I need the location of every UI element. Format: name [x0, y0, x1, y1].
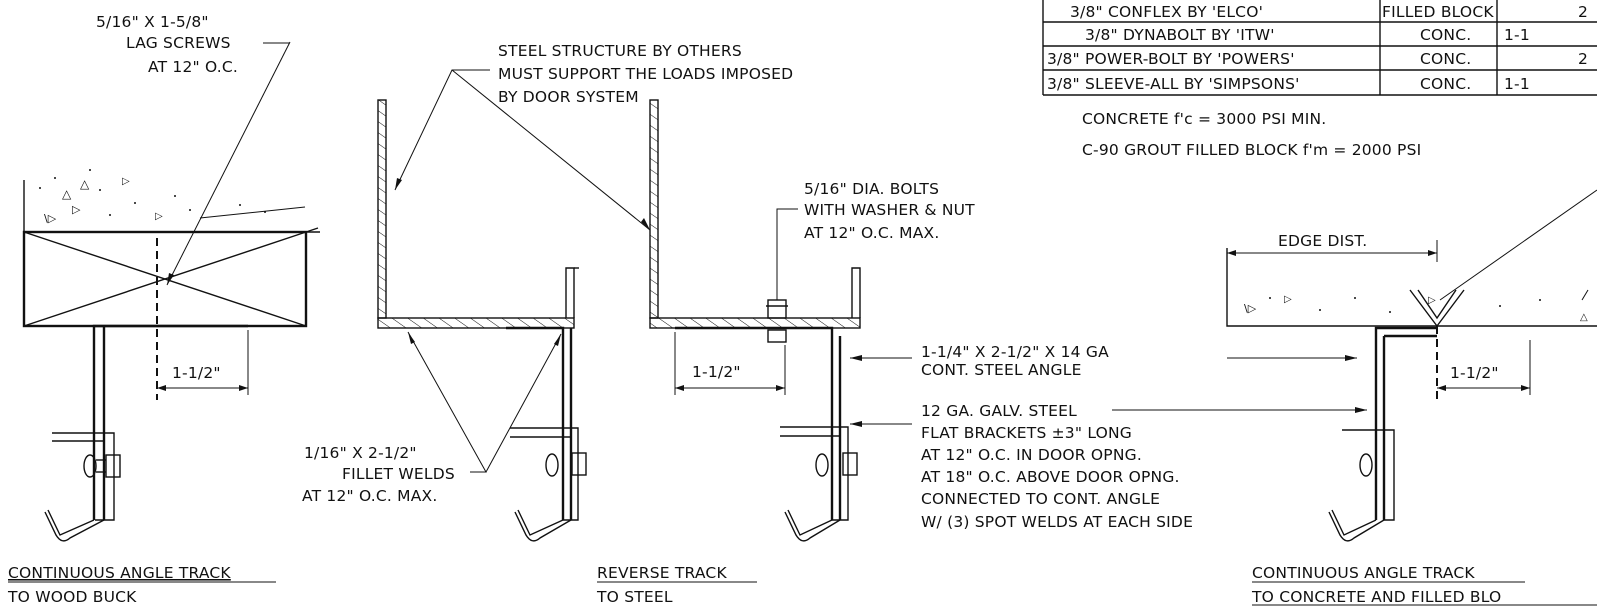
bracket-bolt: [83, 454, 121, 478]
structure-note-line-3: BY DOOR SYSTEM: [498, 88, 639, 106]
detail-concrete-subtitle: TO CONCRETE AND FILLED BLO: [1251, 588, 1501, 606]
right-bracket: [780, 426, 858, 542]
svg-text:△: △: [62, 187, 72, 201]
detail-concrete: \▷ ▷ ▷ △ EDGE DIST. 1-1/: [1226, 189, 1597, 606]
structure-note-line-1: STEEL STRUCTURE BY OTHERS: [498, 42, 742, 60]
left-bracket: [510, 427, 587, 542]
weld-note-line-1: 1/16" X 2-1/2": [304, 444, 417, 462]
detail-concrete-title: CONTINUOUS ANGLE TRACK: [1252, 564, 1475, 582]
table-row-3-base: CONC.: [1420, 50, 1471, 68]
svg-text:▷: ▷: [1284, 294, 1292, 305]
edge-distance-label: EDGE DIST.: [1278, 232, 1367, 250]
lag-screw-leader: [166, 41, 291, 286]
dimension-steel-label: 1-1/2": [692, 363, 741, 381]
bracket-note-line-4: AT 18" O.C. ABOVE DOOR OPNG.: [921, 468, 1180, 486]
dimension-wood: 1-1/2": [157, 330, 249, 395]
dimension-concrete-label: 1-1/2": [1450, 364, 1499, 382]
table-row-2-anchor: 3/8" DYNABOLT BY 'ITW': [1085, 26, 1275, 44]
concrete-block: \▷ ▷ ▷ △: [1226, 248, 1597, 328]
dimension-steel: 1-1/2": [674, 332, 786, 395]
structure-note-line-2: MUST SUPPORT THE LOADS IMPOSED: [498, 65, 793, 83]
dimension-wood-label: 1-1/2": [172, 364, 221, 382]
continuous-steel-angle: [92, 324, 248, 520]
bolt-note-line-3: AT 12" O.C. MAX.: [804, 224, 939, 242]
svg-text:▷: ▷: [72, 203, 81, 216]
table-row-3-anchor: 3/8" POWER-BOLT BY 'POWERS': [1047, 50, 1295, 68]
bracket-note-line-3: AT 12" O.C. IN DOOR OPNG.: [921, 446, 1142, 464]
table-row-3-value: 2: [1578, 50, 1588, 68]
steel-channel-left: [377, 99, 579, 329]
angle-note-line-1: 1-1/4" X 2-1/2" X 14 GA: [921, 343, 1109, 361]
table-row-4-base: CONC.: [1420, 75, 1471, 93]
table-row-1-anchor: 3/8" CONFLEX BY 'ELCO': [1070, 3, 1263, 21]
detail-wood-subtitle: TO WOOD BUCK: [7, 588, 137, 606]
detail-steel-title: REVERSE TRACK: [597, 564, 727, 582]
through-bolt: [766, 270, 788, 343]
table-row-2-value: 1-1: [1504, 26, 1530, 44]
edge-distance-dimension: EDGE DIST.: [1227, 232, 1438, 262]
bolt-note-line-1: 5/16" DIA. BOLTS: [804, 180, 939, 198]
shared-notes: 1-1/4" X 2-1/2" X 14 GA CONT. STEEL ANGL…: [850, 343, 1367, 531]
flat-bracket: [44, 432, 115, 542]
table-row-4-value: 1-1: [1504, 75, 1530, 93]
table-row-1-value: 2: [1578, 3, 1588, 21]
lag-note-line-3: AT 12" O.C.: [148, 58, 238, 76]
bolt-note-line-2: WITH WASHER & NUT: [804, 201, 975, 219]
svg-text:\▷: \▷: [1244, 302, 1257, 315]
lag-note-line-2: LAG SCREWS: [126, 34, 231, 52]
detail-reverse-track: 1-1/2" STEEL STRUCTURE BY OTHERS MUST SU…: [302, 42, 975, 606]
svg-text:▷: ▷: [122, 176, 130, 187]
table-row-1-base: FILLED BLOCK: [1382, 3, 1494, 21]
weld-note-line-3: AT 12" O.C. MAX.: [302, 487, 437, 505]
detail-steel-subtitle: TO STEEL: [596, 588, 673, 606]
bracket-note-line-5: CONNECTED TO CONT. ANGLE: [921, 490, 1160, 508]
detail-wood-buck: △ △ ▷ \▷ ▷ ▷: [7, 13, 320, 606]
bracket-note-line-6: W/ (3) SPOT WELDS AT EACH SIDE: [921, 513, 1193, 531]
table-row-4-anchor: 3/8" SLEEVE-ALL BY 'SIMPSONS': [1047, 75, 1300, 93]
dimension-concrete: 1-1/2": [1437, 340, 1531, 395]
concrete-above-wood: △ △ ▷ \▷ ▷ ▷: [23, 169, 320, 233]
bracket-note-line-1: 12 GA. GALV. STEEL: [921, 402, 1077, 420]
table-note-1: CONCRETE f'c = 3000 PSI MIN.: [1082, 110, 1326, 128]
table-note-2: C-90 GROUT FILLED BLOCK f'm = 2000 PSI: [1082, 141, 1421, 159]
svg-text:▷: ▷: [1428, 295, 1436, 306]
angle-note-line-2: CONT. STEEL ANGLE: [921, 361, 1082, 379]
detail-wood-title: CONTINUOUS ANGLE TRACK: [8, 564, 231, 582]
bracket-note-line-2: FLAT BRACKETS ±3" LONG: [921, 424, 1132, 442]
svg-text:△: △: [80, 177, 90, 191]
right-steel-angle: [675, 326, 842, 520]
lag-note-line-1: 5/16" X 1-5/8": [96, 13, 209, 31]
svg-text:△: △: [1580, 312, 1588, 323]
concrete-bracket: [1328, 429, 1395, 542]
weld-note-line-2: FILLET WELDS: [342, 465, 455, 483]
svg-text:▷: ▷: [155, 211, 163, 222]
table-row-2-base: CONC.: [1420, 26, 1471, 44]
svg-text:\▷: \▷: [44, 212, 57, 225]
left-steel-angle: [506, 326, 573, 520]
anchor-table: 3/8" CONFLEX BY 'ELCO' FILLED BLOCK 2 3/…: [1042, 0, 1597, 159]
concrete-steel-angle: [1374, 326, 1437, 520]
